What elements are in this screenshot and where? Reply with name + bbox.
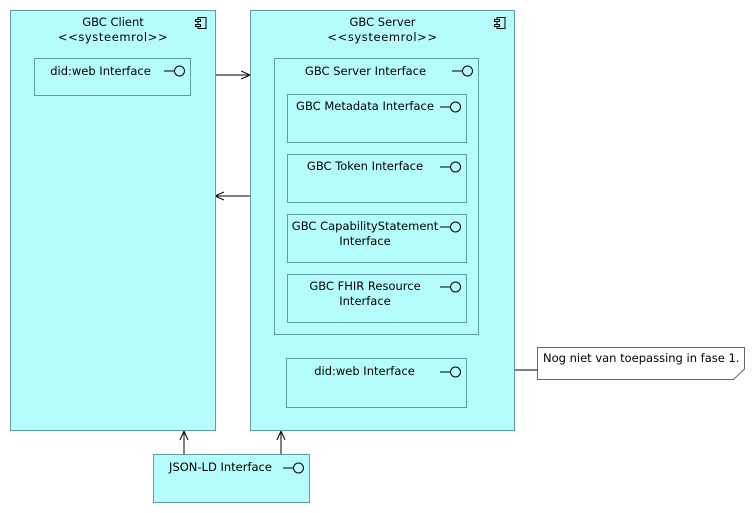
gbc-client-component[interactable]: GBC Client <<systeemrol>> did:web Interf…	[10, 10, 216, 431]
client-didweb-label: did:web Interface	[50, 64, 151, 78]
gbc-token-interface[interactable]: GBC Token Interface	[287, 154, 467, 203]
jsonld-interface-label: JSON-LD Interface	[169, 460, 272, 474]
gbc-client-title-block: GBC Client <<systeemrol>>	[11, 15, 215, 45]
client-didweb-interface[interactable]: did:web Interface	[34, 58, 191, 96]
note-text: Nog niet van toepassing in fase 1.	[543, 351, 740, 365]
gbc-server-component[interactable]: GBC Server <<systeemrol>> GBC Server Int…	[250, 10, 515, 431]
gbc-server-interface-label: GBC Server Interface	[304, 64, 427, 78]
interface-icon	[164, 65, 185, 77]
jsonld-interface[interactable]: JSON-LD Interface	[153, 454, 310, 503]
gbc-fhir-resource-label: GBC FHIR Resource Interface	[309, 279, 421, 308]
gbc-metadata-label: GBC Metadata Interface	[296, 99, 434, 113]
note-shape	[537, 347, 745, 380]
gbc-fhir-resource-interface[interactable]: GBC FHIR Resource Interface	[287, 274, 467, 323]
component-icon	[494, 17, 506, 29]
interface-icon	[452, 65, 473, 77]
gbc-client-title: GBC Client	[82, 15, 144, 29]
server-didweb-interface[interactable]: did:web Interface	[286, 358, 467, 408]
interface-icon	[440, 101, 461, 113]
interface-icon	[440, 161, 461, 173]
interface-icon	[440, 366, 461, 378]
server-didweb-label: did:web Interface	[314, 364, 415, 378]
gbc-server-title: GBC Server	[349, 15, 416, 29]
interface-icon	[440, 281, 461, 293]
gbc-capabilitystatement-interface[interactable]: GBC CapabilityStatement Interface	[287, 214, 467, 263]
interface-icon	[440, 221, 461, 233]
gbc-client-stereotype: <<systeemrol>>	[57, 30, 169, 44]
gbc-server-interface[interactable]: GBC Server Interface GBC Metadata Interf…	[274, 58, 479, 335]
gbc-metadata-interface[interactable]: GBC Metadata Interface	[287, 94, 467, 143]
interface-icon	[283, 462, 304, 474]
gbc-token-label: GBC Token Interface	[306, 159, 424, 173]
gbc-server-title-block: GBC Server <<systeemrol>>	[251, 15, 514, 45]
component-icon	[195, 17, 207, 29]
gbc-capabilitystatement-label: GBC CapabilityStatement Interface	[291, 219, 439, 248]
gbc-server-stereotype: <<systeemrol>>	[327, 30, 438, 44]
note[interactable]: Nog niet van toepassing in fase 1.	[537, 347, 745, 380]
